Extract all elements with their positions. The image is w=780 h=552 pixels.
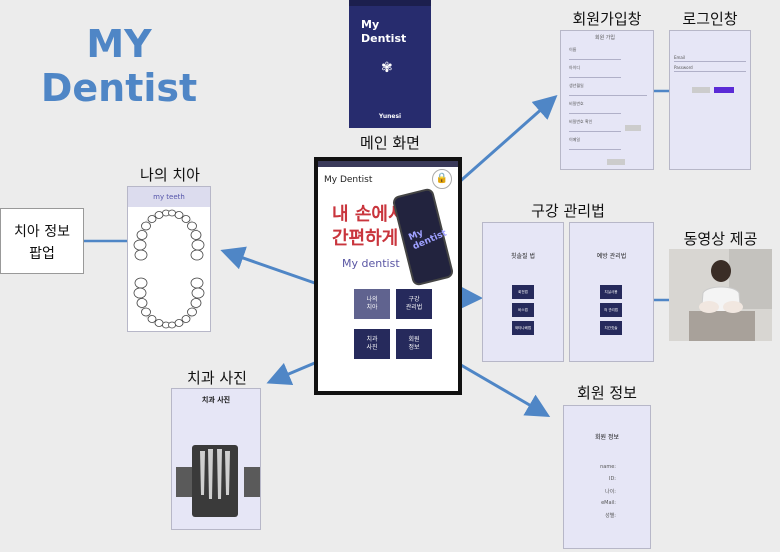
signup-screen: 회원 가입 이름 아이디 생년월일 비밀번호 비밀번호 확인 이메일 — [560, 30, 654, 170]
xray-left — [176, 467, 192, 497]
member-title: 회원 정보 — [595, 434, 619, 441]
hero-slogan: 내 손에서 간편하게 — [332, 204, 405, 249]
splash-footer: Yunesi — [378, 113, 402, 120]
signup-field-label-5: 이메일 — [569, 137, 581, 142]
login-email-field[interactable] — [674, 61, 746, 62]
label-my-teeth: 나의 치아 — [140, 166, 200, 184]
label-dental-photo: 치과 사진 — [187, 369, 247, 387]
member-info-screen: 회원 정보 name: ID: 나이: eMail: 성별: — [563, 405, 651, 549]
brushing-title: 칫솔질 법 — [511, 253, 535, 260]
device-text: My dentist — [407, 227, 449, 253]
brushing-screen: 칫솔질 법 회전법 바스법 와타나베법 — [482, 222, 564, 362]
login-screen: Email Password — [669, 30, 751, 170]
splash-title: My Dentist — [361, 18, 407, 45]
brushing-button-0[interactable]: 회전법 — [512, 285, 534, 299]
signup-field-label-3: 비밀번호 — [569, 101, 584, 106]
oral-care-button[interactable]: 구강 관리법 — [396, 289, 432, 319]
xray-right — [244, 467, 260, 497]
dental-photo-button[interactable]: 치과 사진 — [354, 329, 390, 359]
signup-check-button[interactable] — [625, 125, 641, 131]
login-cancel-button[interactable] — [692, 87, 710, 93]
signup-field-3[interactable] — [569, 113, 621, 114]
hero-subtitle: My dentist — [342, 257, 400, 270]
prevention-button-2[interactable]: 치간칫솔 — [600, 321, 622, 335]
splash-screen: My Dentist ✾ Yunesi — [349, 0, 431, 128]
logo-line-2: Dentist — [40, 66, 198, 110]
label-signup: 회원가입창 — [572, 10, 642, 28]
app-logo: MY Dentist — [34, 22, 204, 110]
signup-field-1[interactable] — [569, 77, 621, 78]
label-video: 동영상 제공 — [683, 230, 758, 248]
label-oral-care: 구강 관리법 — [531, 202, 605, 220]
lock-icon[interactable]: 🔒 — [432, 169, 452, 189]
signup-field-5[interactable] — [569, 149, 621, 150]
brushing-button-2[interactable]: 와타나베법 — [512, 321, 534, 335]
login-submit-button[interactable] — [714, 87, 734, 93]
tooth-icon: ✾ — [381, 60, 393, 76]
signup-field-0[interactable] — [569, 59, 621, 60]
member-info-button[interactable]: 회원 정보 — [396, 329, 432, 359]
photo-screen-title: 치과 사진 — [201, 396, 231, 404]
arrow-to-signup — [456, 95, 558, 186]
member-field-2: 나이: — [605, 489, 616, 495]
member-field-4: 성별: — [605, 513, 616, 519]
login-field-label-1: Password — [674, 65, 693, 70]
phone-illustration: My dentist — [391, 187, 455, 287]
signup-field-label-0: 이름 — [569, 47, 577, 52]
teeth-title: my teeth — [128, 187, 210, 207]
prevention-button-1[interactable]: 혀 관리법 — [600, 303, 622, 317]
status-bar — [318, 161, 458, 167]
prevention-title: 예방 관리법 — [596, 253, 627, 260]
xray-image — [192, 445, 238, 517]
my-teeth-screen: my teeth — [127, 186, 211, 332]
label-member-info: 회원 정보 — [577, 384, 637, 402]
login-field-label-0: Email — [674, 55, 686, 60]
signup-field-label-1: 아이디 — [569, 65, 581, 70]
signup-field-label-4: 비밀번호 확인 — [569, 119, 593, 124]
dental-photo-screen: 치과 사진 — [171, 388, 261, 530]
signup-field-2[interactable] — [569, 95, 647, 96]
signup-submit-button[interactable] — [607, 159, 625, 165]
dental-chart — [133, 209, 205, 329]
my-teeth-button[interactable]: 나의 치아 — [354, 289, 390, 319]
prevention-button-0[interactable]: 치실사용 — [600, 285, 622, 299]
main-title: My Dentist — [324, 175, 373, 185]
video-thumbnail[interactable] — [669, 249, 772, 341]
signup-field-4[interactable] — [569, 131, 621, 132]
member-field-3: eMail: — [601, 500, 616, 506]
prevention-screen: 예방 관리법 치실사용 혀 관리법 치간칫솔 — [569, 222, 654, 362]
label-login: 로그인창 — [682, 10, 738, 28]
tooth-info-popup: 치아 정보 팝업 — [0, 208, 84, 274]
member-field-0: name: — [600, 464, 616, 470]
brushing-button-1[interactable]: 바스법 — [512, 303, 534, 317]
signup-field-label-2: 생년월일 — [569, 83, 584, 88]
label-main-screen: 메인 화면 — [360, 134, 420, 152]
signup-title: 회원 가입 — [595, 35, 615, 41]
member-field-1: ID: — [608, 476, 616, 482]
login-password-field[interactable] — [674, 71, 746, 72]
main-screen: My Dentist 🔒 내 손에서 간편하게 My dentist My de… — [314, 157, 462, 395]
logo-line-1: MY — [86, 22, 152, 66]
